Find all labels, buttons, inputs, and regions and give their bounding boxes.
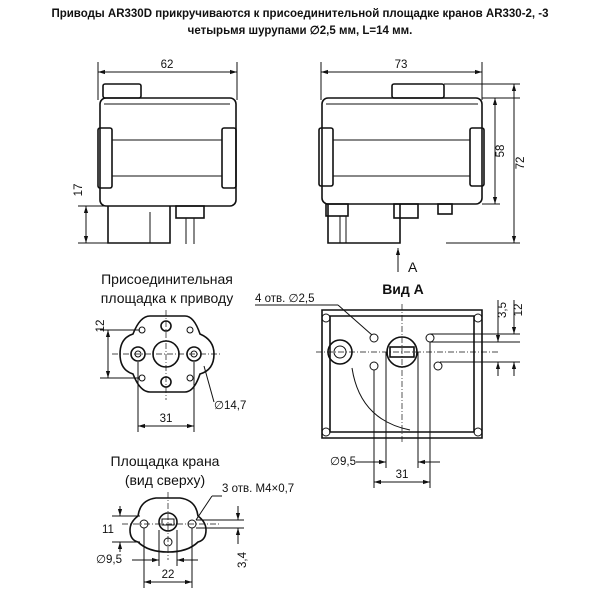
view-a: Вид А 4 отв. ∅2,5 3,5 12 bbox=[255, 281, 525, 488]
dim-valve-34: 3,4 bbox=[237, 551, 249, 568]
view-a-title: Вид А bbox=[382, 281, 424, 297]
dim-view-dia: ∅9,5 bbox=[330, 456, 356, 468]
dim-front-bottom-height: 17 bbox=[73, 184, 85, 197]
valve-title-1: Площадка крана bbox=[111, 453, 220, 469]
dim-valve-22: 22 bbox=[162, 569, 175, 581]
dim-valve-11: 11 bbox=[102, 524, 114, 536]
side-view: 73 58 72 A bbox=[318, 59, 527, 275]
plate-title-1: Присоединительная bbox=[101, 271, 233, 287]
actuator-plate: Присоединительная площадка к приводу 12 … bbox=[95, 271, 246, 432]
dim-view-12: 12 bbox=[513, 304, 525, 317]
dim-view-31: 31 bbox=[396, 469, 409, 481]
caption: Приводы AR330D прикручиваются к присоеди… bbox=[0, 6, 600, 40]
dim-view-holes: 4 отв. ∅2,5 bbox=[255, 293, 315, 305]
dim-side-width: 73 bbox=[395, 59, 408, 71]
dim-side-height-58: 58 bbox=[495, 145, 507, 158]
dim-plate-width: 31 bbox=[160, 413, 173, 425]
caption-line-2: четырьмя шурупами ∅2,5 мм, L=14 мм. bbox=[187, 25, 413, 37]
dim-plate-hole: ∅14,7 bbox=[214, 400, 246, 412]
valve-pad: Площадка крана (вид сверху) 3 отв. M4×0,… bbox=[96, 453, 294, 588]
dim-valve-dia: ∅9,5 bbox=[96, 554, 122, 566]
dim-view-35: 3,5 bbox=[497, 302, 509, 318]
valve-title-2: (вид сверху) bbox=[125, 472, 205, 488]
dim-valve-holes: 3 отв. M4×0,7 bbox=[222, 483, 294, 495]
caption-line-1: Приводы AR330D прикручиваются к присоеди… bbox=[51, 8, 549, 20]
dim-plate-height: 12 bbox=[95, 320, 107, 333]
plate-title-2: площадка к приводу bbox=[101, 290, 233, 306]
view-arrow-label: A bbox=[408, 259, 418, 275]
dim-side-height-72: 72 bbox=[515, 157, 527, 170]
front-view: 62 17 bbox=[73, 59, 238, 244]
dim-front-width: 62 bbox=[161, 59, 174, 71]
